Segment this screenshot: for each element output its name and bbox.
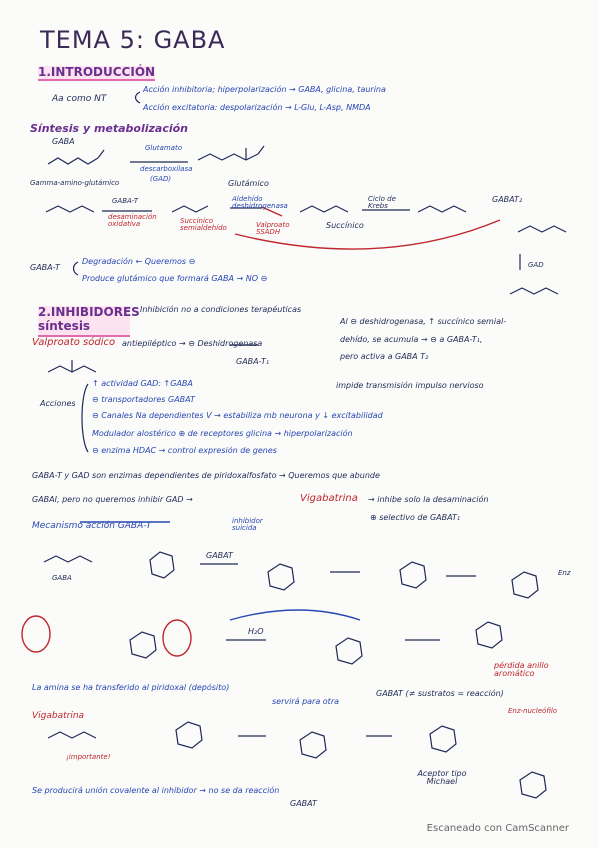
vigabatrina-heading: Vigabatrina	[32, 711, 85, 721]
pyridoxal-note: GABA-T y GAD son enzimas dependientes de…	[32, 471, 380, 480]
valproate-ssadh-label: Valproato SSADH	[256, 221, 290, 236]
glutamico-skeleton	[197, 153, 259, 161]
enz-label: Enz	[558, 569, 571, 577]
gabat2-label: GABAT₂	[492, 195, 523, 204]
glutamato-label: Glutamato	[145, 144, 182, 152]
degradacion-note: Degradación ← Queremos ⊖	[82, 257, 196, 266]
glutamico-label: Glutámico	[228, 179, 269, 188]
sintesis-heading: Síntesis y metabolización	[30, 122, 189, 135]
aldehyde-dehydrogenase-label: Aldehído deshidrogenasa	[232, 195, 288, 210]
accion-1: ↑ actividad GAD: ↑GABA	[92, 379, 193, 388]
gaba-chain-2	[45, 205, 95, 213]
covalente-note: Se producirá unión covalente al inhibido…	[32, 786, 280, 795]
krebs-label: Ciclo de Krebs	[368, 195, 396, 210]
selectivo-note: ⊕ selectivo de GABAT₁	[370, 513, 461, 522]
intro-item-inhibitory: Acción inhibitoria; hiperpolarización → …	[143, 85, 386, 94]
deaminacion-label: desaminación oxidativa	[108, 213, 157, 228]
antiepileptico-note: antiepiléptico → ⊖ Deshidrogenasa	[122, 339, 263, 348]
acciones-label: Acciones	[40, 399, 76, 408]
accion-2: ⊖ transportadores GABAT	[92, 395, 195, 404]
succinico-label: Succínico	[326, 221, 364, 230]
intro-item-excitatory: Acción excitatoria: despolarización → L-…	[143, 103, 371, 112]
enz-nucleofilo-label: Enz-nucleófilo	[508, 707, 558, 715]
section-1-heading: 1.INTRODUCCIÓN	[38, 65, 156, 81]
gaba-skeleton	[47, 157, 99, 165]
importante-note: ¡importante!	[66, 753, 111, 761]
vig-gabat-label: GABAT	[290, 799, 317, 808]
gabai-note: GABAI, pero no queremos inhibir GAD →	[32, 495, 193, 504]
mec-h2o-label: H₂O	[248, 627, 264, 636]
valproato-label: Valproato sódico	[32, 337, 116, 348]
mecanismo-heading: Mecanismo acción GABA-T	[32, 521, 152, 531]
page-title: TEMA 5: GABA	[40, 26, 226, 54]
vigabatrina-link: Vigabatrina	[300, 493, 358, 504]
accion-5: ⊖ enzima HDAC → control expresión de gen…	[92, 446, 277, 455]
inhibicion-note: Inhibición no a condiciones terapéuticas	[140, 305, 302, 314]
gaba-label: GABA	[52, 137, 75, 146]
accion-4: Modulador alostérico ⊕ de receptores gli…	[92, 429, 353, 438]
produce-note: Produce glutámico que formará GABA → NO …	[82, 274, 268, 283]
mec-gabat-label: GABAT	[206, 551, 233, 560]
amina-note: La amina se ha transferido al piridoxal …	[32, 683, 230, 692]
aceptor-note: Aceptor tipo Michael	[417, 769, 467, 786]
gaba-t-label: GABA-T	[112, 197, 139, 205]
note-dehido: dehído, se acumula → ⊖ a GABA-T₁,	[340, 335, 483, 344]
aldehyde-circle	[21, 615, 51, 653]
section-2-heading: 2.INHIBIDORES síntesis	[38, 305, 140, 337]
gad-right-label: GAD	[528, 261, 544, 269]
pyridoxamine-circle	[162, 619, 192, 657]
descarboxilasa-label: descarboxilasa	[140, 165, 193, 173]
inhibe-note: → inhibe solo la desaminación	[368, 495, 489, 504]
gabat-sustratos-note: GABAT (≠ sustratos = reacción)	[376, 689, 504, 698]
mec-gaba-label: GABA	[52, 574, 72, 582]
note-al: Al ⊖ deshidrogenasa, ↑ succínico semial-	[340, 317, 507, 326]
gad-label: (GAD)	[150, 175, 172, 183]
accion-3: ⊖ Canales Na dependientes V → estabiliza…	[92, 411, 383, 420]
impide-note: impide transmisión impulso nervioso	[336, 381, 484, 390]
gaba-t-degradation-lead: GABA-T	[30, 263, 60, 272]
servira-note: servirá para otra	[272, 697, 340, 706]
gaba-t1-label: GABA-T₁	[236, 357, 270, 366]
succinic-semialdehyde-label: Succínico semialdehído	[180, 217, 227, 232]
scanner-watermark: Escaneado con CamScanner	[426, 823, 569, 834]
krebs-return-arrow	[234, 219, 501, 250]
perdida-note: pérdida anillo aromático	[494, 661, 549, 678]
intro-lead: Aa como NT	[52, 94, 107, 104]
intro-brace	[134, 91, 141, 104]
note-pero: pero activa a GABA T₂	[340, 352, 429, 361]
inhibidor-suicida-note: inhibidor suicida	[232, 517, 263, 532]
gamma-label: Gamma-amino-glutámico	[30, 179, 120, 187]
